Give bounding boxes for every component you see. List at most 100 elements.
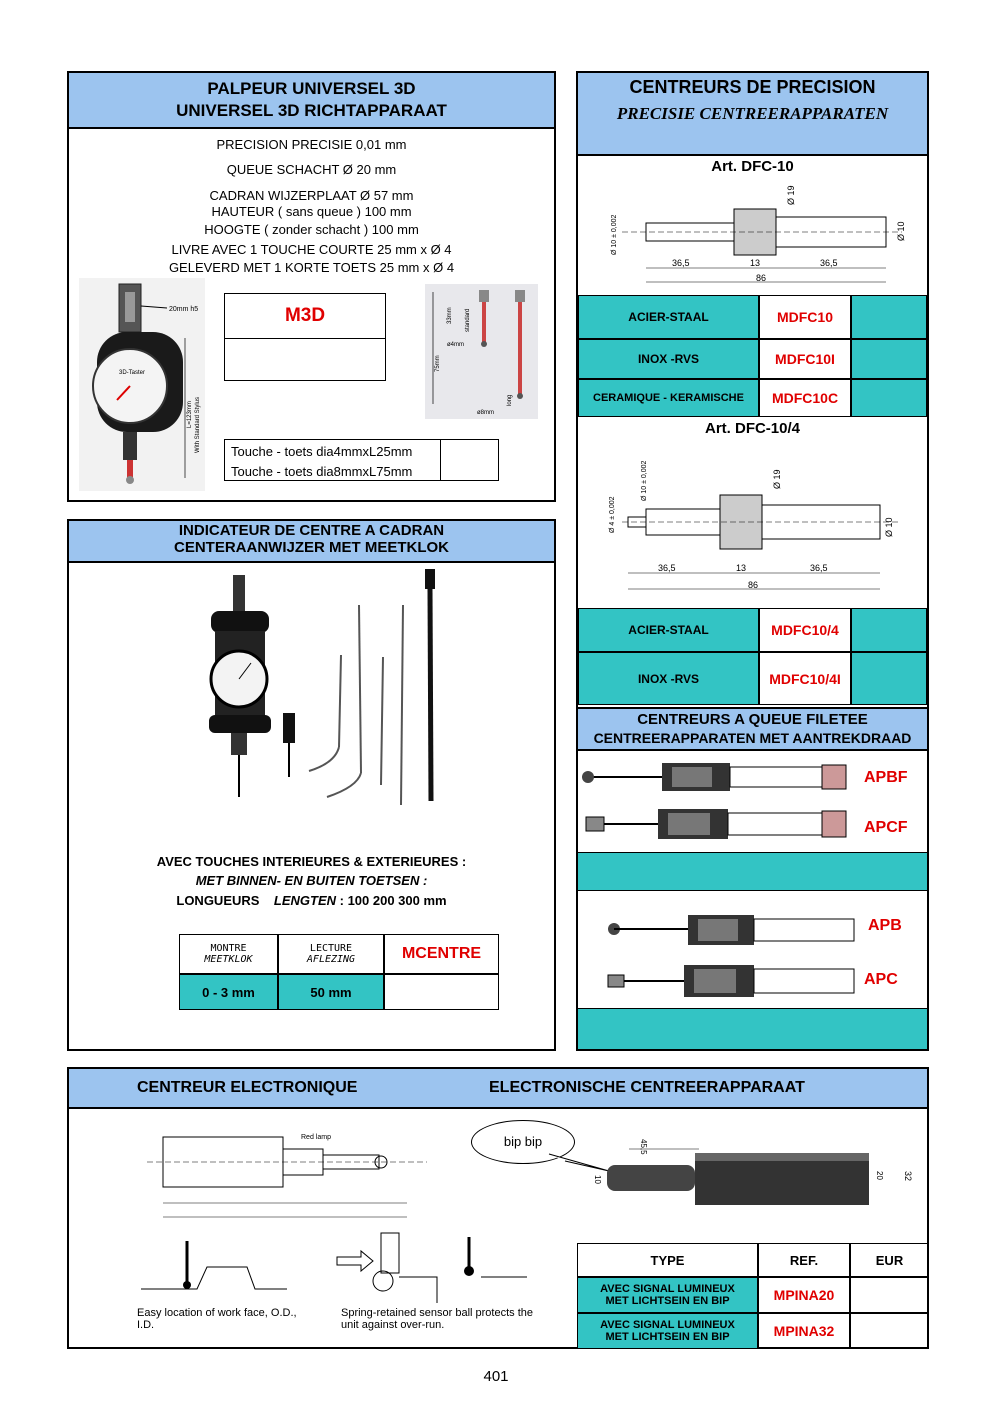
dfc104-dim-365a: 36,5 — [658, 563, 676, 573]
dfc10-dim-365a: 36,5 — [672, 258, 690, 268]
dfc104-dim-d10tol: Ø 10 ± 0,002 — [641, 460, 648, 501]
dial-brand-label: 3D-Taster — [119, 370, 145, 376]
dfc10-dim-13: 13 — [750, 258, 760, 268]
spec-queue: QUEUE SCHACHT Ø 20 mm — [226, 162, 397, 177]
red-lamp-label: Red lamp — [301, 1134, 331, 1141]
shank-label: 20mm h5 — [169, 306, 198, 313]
mpina32-type-nl: MET LICHTSEIN EN BIP — [605, 1331, 730, 1343]
art-dfc10-title: Art. DFC-10 — [711, 158, 794, 175]
spec-geleverd: GELEVERD MET 1 KORTE TOETS 25 mm x Ø 4 — [168, 260, 455, 275]
centreurs-title-nl: PRECISIE CENTREERAPPARATEN — [616, 104, 889, 123]
ref-apbf: APBF — [864, 769, 908, 786]
filetee-price-strip-1 — [578, 853, 927, 891]
ref-header: REF. — [758, 1243, 850, 1277]
centreurs-header: CENTREURS DE PRECISION PRECISIE CENTREER… — [578, 73, 927, 156]
lengten-label: LENGTEN — [273, 893, 337, 908]
ref-apc: APC — [864, 971, 898, 988]
dfc10-row2-label: INOX -RVS — [578, 339, 759, 379]
electronique-product-image: 45,5 20 10 32 — [579, 1123, 919, 1233]
dfc10-dim-d10: Ø 10 — [896, 221, 906, 241]
dfc104-drawing: Ø 4 ± 0,002 Ø 10 ± 0,002 Ø 19 Ø 10 36,5 … — [598, 437, 916, 597]
mpina20-type: AVEC SIGNAL LUMINEUX MET LICHTSEIN EN BI… — [577, 1277, 758, 1313]
mpina32-ref: MPINA32 — [758, 1313, 850, 1349]
palpeur-title-fr: PALPEUR UNIVERSEL 3D — [207, 79, 416, 98]
dfc10-dim-365b: 36,5 — [820, 258, 838, 268]
montre-label: MONTRE — [210, 943, 247, 954]
standard-label: standard — [465, 309, 471, 332]
spec-hoogte: HOOGTE ( zonder schacht ) 100 mm — [204, 222, 419, 237]
electronique-drawing: Red lamp — [137, 1125, 437, 1225]
mpina20-type-nl: MET LICHTSEIN EN BIP — [605, 1295, 730, 1307]
electronique-header: CENTREUR ELECTRONIQUE ELECTRONISCHE CENT… — [69, 1069, 927, 1109]
mpina-table: TYPE REF. EUR AVEC SIGNAL LUMINEUX MET L… — [577, 1243, 931, 1349]
type-header: TYPE — [577, 1243, 758, 1277]
palpeur-title-nl: UNIVERSEL 3D RICHTAPPARAAT — [176, 101, 447, 120]
filetee-header: CENTREURS A QUEUE FILETEE CENTREERAPPARA… — [578, 707, 927, 751]
indicateur-title-fr: INDICATEUR DE CENTRE A CADRAN — [178, 522, 445, 539]
palpeur-header: PALPEUR UNIVERSEL 3D UNIVERSEL 3D RICHTA… — [69, 73, 554, 129]
taster-3d-image: 20mm h5 3D-Taster L=123mm With Standard … — [79, 278, 205, 491]
dfc10-row2-ref: MDFC10I — [759, 339, 851, 379]
mpina20-type-fr: AVEC SIGNAL LUMINEUX — [600, 1283, 735, 1295]
dfc104-dim-d19: Ø 19 — [772, 469, 782, 489]
dfc10-row2-price — [851, 339, 927, 379]
spec-hauteur: HAUTEUR ( sans queue ) 100 mm — [211, 204, 412, 219]
caption-sensor: Spring-retained sensor ball protects the… — [341, 1307, 533, 1331]
dim-455-label: 45,5 — [639, 1139, 648, 1155]
palpeur-panel: PALPEUR UNIVERSEL 3D UNIVERSEL 3D RICHTA… — [67, 71, 556, 502]
lengths-values: : 100 200 300 mm — [339, 893, 447, 908]
apb-apc-area: APB APC — [578, 891, 927, 1009]
indicateur-line-1: AVEC TOUCHES INTERIEURES & EXTERIEURES : — [156, 854, 467, 869]
dim-20-label: 20 — [875, 1171, 884, 1180]
dfc104-dim-13: 13 — [736, 563, 746, 573]
m3d-ref-box: M3D — [224, 293, 386, 381]
dfc104-row1-label: ACIER-STAAL — [578, 608, 759, 652]
dfc104-row2-ref: MDFC10/4I — [759, 652, 851, 705]
dfc104-row2-label: INOX -RVS — [578, 652, 759, 705]
dfc10-row1-ref: MDFC10 — [759, 295, 851, 339]
len75-label: 75mm — [435, 355, 441, 372]
mcentre-price — [384, 974, 499, 1010]
electronique-title-fr: CENTREUR ELECTRONIQUE — [137, 1079, 358, 1096]
dfc104-dim-86: 86 — [748, 580, 758, 590]
dfc104-dim-d4: Ø 4 ± 0,002 — [609, 496, 616, 533]
art-dfc104-title: Art. DFC-10/4 — [704, 420, 801, 437]
aflezing-label: AFLEZING — [306, 954, 356, 965]
dfc104-row2-price — [851, 652, 927, 705]
dfc10-dim-86: 86 — [756, 273, 766, 283]
len33-label: 33mm — [447, 307, 453, 324]
touch-row-2: Touche - toets dia8mmxL75mm — [231, 464, 413, 479]
caption-location: Easy location of work face, O.D., I.D. — [137, 1307, 297, 1331]
indicateur-image — [189, 565, 459, 806]
dim-10-label: 10 — [593, 1175, 602, 1184]
dfc10-dim-d19: Ø 19 — [786, 185, 796, 205]
dim-32-label: 32 — [903, 1171, 913, 1181]
meetklok-label: MEETKLOK — [204, 954, 253, 965]
filetee-price-strip-2 — [578, 1009, 927, 1049]
dfc10-table: ACIER-STAAL MDFC10 INOX -RVS MDFC10I CER… — [578, 295, 927, 417]
touch-row-1: Touche - toets dia4mmxL25mm — [231, 444, 413, 459]
lecture-value: 50 mm — [278, 974, 384, 1010]
indicateur-line-3: LONGUEURS LENGTEN : 100 200 300 mm — [69, 893, 554, 908]
dfc104-dim-d10: Ø 10 — [884, 517, 894, 537]
mpina32-price — [850, 1313, 929, 1349]
ref-apcf: APCF — [864, 819, 908, 836]
centreurs-title-fr: CENTREURS DE PRECISION — [629, 77, 876, 97]
dfc104-row1-price — [851, 608, 927, 652]
dfc10-row1-price — [851, 295, 927, 339]
long-label: long — [507, 395, 513, 406]
filetee-title-fr: CENTREURS A QUEUE FILETEE — [637, 711, 868, 728]
dfc10-row3-ref: MDFC10C — [759, 379, 851, 417]
dfc10-dim-d10tol: Ø 10 ± 0,002 — [611, 214, 618, 255]
dfc104-row1-ref: MDFC10/4 — [759, 608, 851, 652]
lecture-header: LECTURE AFLEZING — [278, 934, 384, 974]
filetee-title-nl: CENTREERAPPARATEN MET AANTREKDRAAD — [593, 730, 912, 746]
length-label: L=123mm — [187, 401, 193, 428]
dfc104-table: ACIER-STAAL MDFC10/4 INOX -RVS MDFC10/4I — [578, 608, 927, 705]
spec-cadran: CADRAN WIJZERPLAAT Ø 57 mm — [209, 188, 414, 203]
dfc10-drawing: Ø 10 ± 0,002 Ø 19 Ø 10 36,5 13 36,5 86 — [602, 175, 912, 293]
dia8-label: ø8mm — [477, 410, 494, 416]
mcentre-ref: MCENTRE — [384, 934, 499, 974]
spec-livre: LIVRE AVEC 1 TOUCHE COURTE 25 mm x Ø 4 — [171, 242, 452, 257]
longueurs-label: LONGUEURS — [176, 893, 260, 908]
